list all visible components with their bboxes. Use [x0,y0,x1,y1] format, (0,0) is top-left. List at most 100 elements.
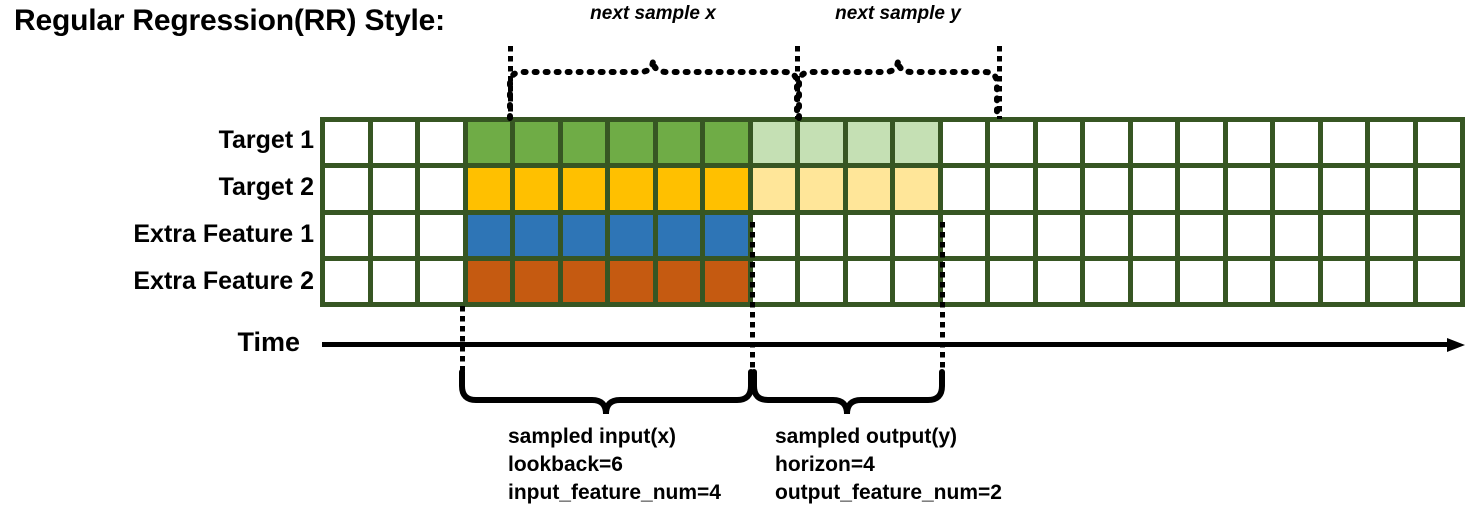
grid-cell-r4-c13 [895,260,938,302]
note-output-horizon: horizon=4 [775,452,875,476]
grid-cell-r1-c11 [800,122,843,164]
grid-cell-r1-c21 [1275,122,1318,164]
grid-cell-r3-c22 [1322,214,1365,256]
grid-cell-r2-c1 [325,168,368,210]
grid-cell-r2-c2 [372,168,415,210]
grid-cell-r3-c3 [420,214,463,256]
note-input-feature-num: input_feature_num=4 [508,480,721,504]
grid-cell-r4-c11 [800,260,843,302]
grid-cell-r4-c18 [1132,260,1175,302]
grid-cell-r4-c12 [847,260,890,302]
timeline-grid [320,117,1465,307]
grid-cell-r3-c12 [847,214,890,256]
row-label-extra-feature-2: Extra Feature 2 [133,267,314,295]
dotted-guide-bottom-right [940,222,945,372]
note-sampled-output: sampled output(y) horizon=4 output_featu… [775,423,1002,507]
grid-cell-r1-c17 [1085,122,1128,164]
grid-cell-r3-c13 [895,214,938,256]
grid-cell-r3-c18 [1132,214,1175,256]
grid-cell-r4-c15 [990,260,1033,302]
top-brace-input-x [507,59,800,121]
grid-cell-r1-c22 [1322,122,1365,164]
grid-cell-r1-c5 [515,122,558,164]
grid-cell-r1-c2 [372,122,415,164]
grid-cell-r3-c14 [942,214,985,256]
note-input-lookback: lookback=6 [508,452,623,476]
right-arrow-icon [1447,338,1465,352]
row-label-target-2: Target 2 [218,173,314,201]
grid-cell-r1-c10 [752,122,795,164]
grid-cell-r2-c23 [1370,168,1413,210]
grid-cell-r2-c22 [1322,168,1365,210]
grid-cell-r1-c16 [1037,122,1080,164]
grid-cell-r4-c6 [562,260,605,302]
grid-cell-r1-c12 [847,122,890,164]
top-brace-output-y [796,59,1000,121]
grid-cell-r2-c12 [847,168,890,210]
bottom-brace-output-y [751,369,945,415]
annotation-next-sample-x: next sample x [590,3,716,24]
annotation-next-sample-y: next sample y [835,3,961,24]
grid-cell-r4-c7 [610,260,653,302]
grid-cell-r2-c5 [515,168,558,210]
grid-cell-r4-c16 [1037,260,1080,302]
grid-cell-r3-c17 [1085,214,1128,256]
grid-background [320,117,1465,307]
page-title: Regular Regression(RR) Style: [14,4,445,37]
grid-cell-r3-c6 [562,214,605,256]
grid-cell-r4-c20 [1227,260,1270,302]
time-axis-arrow [322,338,1465,352]
grid-cell-r3-c4 [467,214,510,256]
grid-cell-r4-c9 [705,260,748,302]
grid-cell-r2-c16 [1037,168,1080,210]
grid-cell-r2-c24 [1417,168,1460,210]
grid-cell-r4-c10 [752,260,795,302]
note-input-heading: sampled input(x) [508,425,677,448]
grid-cell-r2-c21 [1275,168,1318,210]
grid-cell-r1-c9 [705,122,748,164]
time-axis-label: Time [237,327,300,357]
grid-cell-r1-c8 [657,122,700,164]
grid-cell-r4-c2 [372,260,415,302]
grid-cell-r4-c3 [420,260,463,302]
grid-cell-r3-c5 [515,214,558,256]
grid-cell-r3-c8 [657,214,700,256]
grid-cell-r1-c4 [467,122,510,164]
grid-cell-r4-c24 [1417,260,1460,302]
note-sampled-input: sampled input(x) lookback=6 input_featur… [508,423,721,507]
grid-cell-r2-c4 [467,168,510,210]
grid-cell-r1-c6 [562,122,605,164]
grid-cell-r4-c8 [657,260,700,302]
grid-cell-r1-c1 [325,122,368,164]
grid-cell-r3-c10 [752,214,795,256]
grid-cell-r4-c5 [515,260,558,302]
grid-cell-r2-c11 [800,168,843,210]
dotted-guide-bottom-mid [750,222,755,372]
grid-cell-r1-c18 [1132,122,1175,164]
dotted-guide-top-right [997,46,1002,119]
grid-cell-r4-c22 [1322,260,1365,302]
grid-cell-r2-c19 [1180,168,1223,210]
grid-cell-r3-c2 [372,214,415,256]
grid-cell-r1-c13 [895,122,938,164]
grid-cell-r2-c9 [705,168,748,210]
grid-cell-r1-c7 [610,122,653,164]
grid-cell-r1-c3 [420,122,463,164]
grid-cell-r1-c20 [1227,122,1270,164]
grid-cell-r1-c19 [1180,122,1223,164]
grid-cell-r2-c10 [752,168,795,210]
grid-cell-r2-c6 [562,168,605,210]
note-output-heading: sampled output(y) [775,425,957,448]
grid-cell-r2-c3 [420,168,463,210]
grid-cell-r4-c17 [1085,260,1128,302]
grid-cell-r2-c13 [895,168,938,210]
grid-cell-r2-c8 [657,168,700,210]
grid-cell-r3-c1 [325,214,368,256]
grid-cell-r2-c14 [942,168,985,210]
grid-cell-r4-c4 [467,260,510,302]
grid-cell-r2-c7 [610,168,653,210]
grid-cell-r3-c21 [1275,214,1318,256]
grid-cell-r3-c15 [990,214,1033,256]
grid-cell-r4-c21 [1275,260,1318,302]
